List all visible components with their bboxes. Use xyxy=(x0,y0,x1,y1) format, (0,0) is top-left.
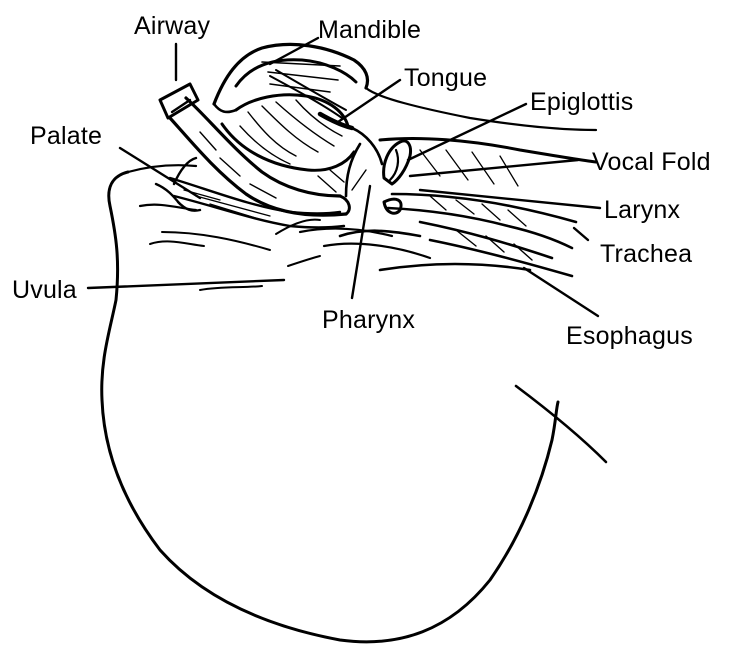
label-epiglottis: Epiglottis xyxy=(530,88,633,116)
leader-esophagus xyxy=(524,268,598,316)
nasal-region xyxy=(140,184,320,290)
epiglottis xyxy=(384,141,411,184)
label-uvula: Uvula xyxy=(12,276,77,304)
vocal-fold-larynx xyxy=(380,138,596,248)
leader-trachea xyxy=(574,228,588,240)
label-trachea: Trachea xyxy=(600,240,692,268)
leader-tongue xyxy=(338,80,400,122)
trachea-esophagus xyxy=(340,222,572,276)
label-palate: Palate xyxy=(30,122,102,150)
leader-vocal-fold xyxy=(410,160,578,176)
head-outline xyxy=(102,165,606,642)
label-esophagus: Esophagus xyxy=(566,322,693,350)
label-airway: Airway xyxy=(134,12,211,40)
label-tongue: Tongue xyxy=(404,64,487,92)
label-larynx: Larynx xyxy=(604,196,681,224)
label-pharynx: Pharynx xyxy=(322,306,415,334)
leader-lines xyxy=(88,38,600,316)
label-vocal-fold: Vocal Fold xyxy=(592,148,711,176)
leader-epiglottis xyxy=(408,104,526,160)
leader-palate xyxy=(120,148,200,198)
leader-pharynx xyxy=(352,186,370,298)
label-mandible: Mandible xyxy=(318,16,421,44)
